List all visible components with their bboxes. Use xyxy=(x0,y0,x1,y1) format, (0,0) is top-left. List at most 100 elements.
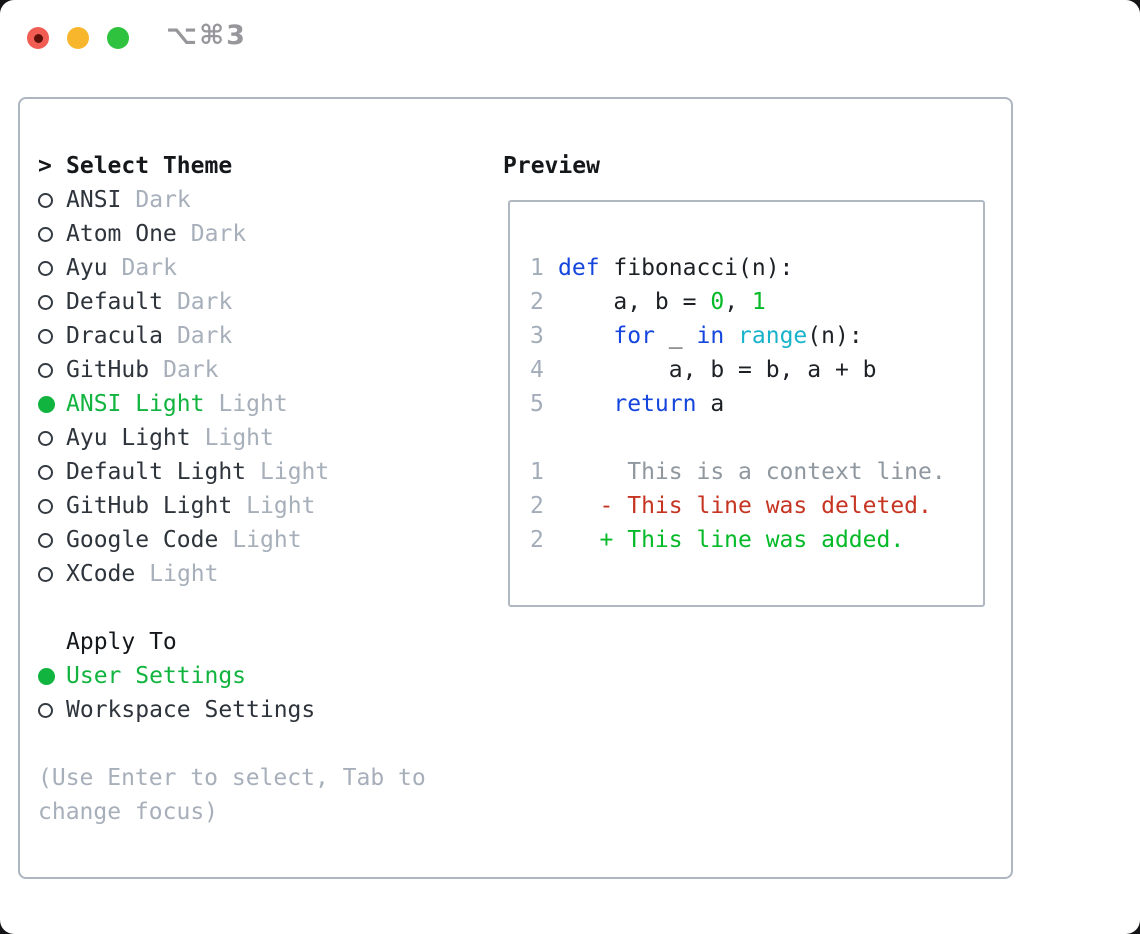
option-label: Ayu xyxy=(66,255,108,281)
code-token: def xyxy=(558,255,600,281)
code-line: 1 def fibonacci(n): xyxy=(530,251,983,285)
code-token: a, b = b, a + b xyxy=(558,357,877,383)
code-token: a xyxy=(696,391,725,417)
line-number: 2 xyxy=(530,289,544,315)
code-token: return xyxy=(613,391,697,417)
zoom-button-icon[interactable] xyxy=(107,27,129,49)
option-label: ANSI xyxy=(66,187,122,213)
close-button-icon[interactable] xyxy=(27,27,49,49)
traffic-lights xyxy=(27,27,129,49)
option-label: User Settings xyxy=(66,663,247,689)
close-button-dot xyxy=(33,33,43,43)
line-number: 1 xyxy=(530,255,544,281)
theme-option[interactable]: GitHub Light Light xyxy=(38,489,426,523)
option-label: GitHub xyxy=(66,357,150,383)
apply-to-option[interactable]: User Settings xyxy=(38,659,426,693)
code-token: + This line was added. xyxy=(558,527,905,553)
radio-unselected-icon[interactable] xyxy=(38,430,53,446)
code-line: 2 a, b = 0, 1 xyxy=(530,285,983,319)
option-label: GitHub Light xyxy=(66,493,233,519)
option-label: ANSI Light xyxy=(66,391,205,417)
line-number: 4 xyxy=(530,357,544,383)
code-token: for xyxy=(613,323,655,349)
line-number: 3 xyxy=(530,323,544,349)
code-token xyxy=(558,391,613,417)
apply-to-title: Apply To xyxy=(66,629,177,655)
radio-unselected-icon[interactable] xyxy=(38,702,53,718)
option-label: Google Code xyxy=(66,527,219,553)
code-token: 1 xyxy=(751,289,766,315)
radio-unselected-icon[interactable] xyxy=(38,362,53,378)
radio-unselected-icon[interactable] xyxy=(38,260,53,276)
theme-variant-label: Light xyxy=(204,425,274,451)
theme-variant-label: Light xyxy=(149,561,219,587)
theme-option[interactable]: Default Dark xyxy=(38,285,426,319)
radio-unselected-icon[interactable] xyxy=(38,294,53,310)
cursor-prompt-icon: > xyxy=(38,153,52,179)
titlebar-shortcut-label: ⌥⌘3 xyxy=(166,20,247,51)
radio-unselected-icon[interactable] xyxy=(38,532,53,548)
code-token xyxy=(558,323,613,349)
line-number: 1 xyxy=(530,459,544,485)
code-token: - This line was deleted. xyxy=(558,493,932,519)
option-label: Default Light xyxy=(66,459,247,485)
code-token: (n): xyxy=(807,323,863,349)
option-label: Atom One xyxy=(66,221,177,247)
radio-unselected-icon[interactable] xyxy=(38,498,53,514)
theme-option[interactable]: Atom One Dark xyxy=(38,217,426,251)
apply-to-option[interactable]: Workspace Settings xyxy=(38,693,426,727)
theme-option[interactable]: Ayu Dark xyxy=(38,251,426,285)
select-theme-title: Select Theme xyxy=(66,153,233,179)
code-token xyxy=(724,323,738,349)
theme-option[interactable]: ANSI Light Light xyxy=(38,387,426,421)
radio-unselected-icon[interactable] xyxy=(38,328,53,344)
option-label: Default xyxy=(66,289,163,315)
code-line xyxy=(530,421,983,455)
radio-unselected-icon[interactable] xyxy=(38,192,53,208)
line-number: 5 xyxy=(530,391,544,417)
hint-line: (Use Enter to select, Tab to xyxy=(38,765,426,791)
theme-variant-label: Dark xyxy=(176,323,233,349)
radio-unselected-icon[interactable] xyxy=(38,566,53,582)
radio-selected-icon[interactable] xyxy=(38,667,55,685)
radio-selected-icon[interactable] xyxy=(38,395,55,413)
minimize-button-icon[interactable] xyxy=(67,27,89,49)
code-token: fibonacci(n): xyxy=(599,255,794,281)
theme-option[interactable]: Ayu Light Light xyxy=(38,421,426,455)
theme-variant-label: Light xyxy=(218,391,288,417)
code-token: range xyxy=(738,323,808,349)
code-line: 2 + This line was added. xyxy=(530,523,983,557)
option-label: Workspace Settings xyxy=(66,697,316,723)
radio-unselected-icon[interactable] xyxy=(38,464,53,480)
theme-variant-label: Dark xyxy=(121,255,177,281)
theme-variant-label: Light xyxy=(246,493,316,519)
theme-variant-label: Dark xyxy=(163,357,219,383)
code-line: 3 for _ in range(n): xyxy=(530,319,983,353)
theme-variant-label: Dark xyxy=(176,289,233,315)
option-label: Ayu Light xyxy=(66,425,191,451)
spacer xyxy=(38,591,426,625)
code-token: _ xyxy=(654,323,697,349)
code-line: 4 a, b = b, a + b xyxy=(530,353,983,387)
theme-variant-label: Dark xyxy=(190,221,247,247)
code-line: 2 - This line was deleted. xyxy=(530,489,983,523)
apply-to-header: Apply To xyxy=(38,625,426,659)
preview-title: Preview xyxy=(503,153,600,179)
select-theme-header: > Select Theme xyxy=(38,149,426,183)
code-token: This is a context line. xyxy=(558,459,946,485)
code-line: 1 This is a context line. xyxy=(530,455,983,489)
radio-unselected-icon[interactable] xyxy=(38,226,53,242)
theme-option[interactable]: GitHub Dark xyxy=(38,353,426,387)
code-token: , xyxy=(724,289,752,315)
